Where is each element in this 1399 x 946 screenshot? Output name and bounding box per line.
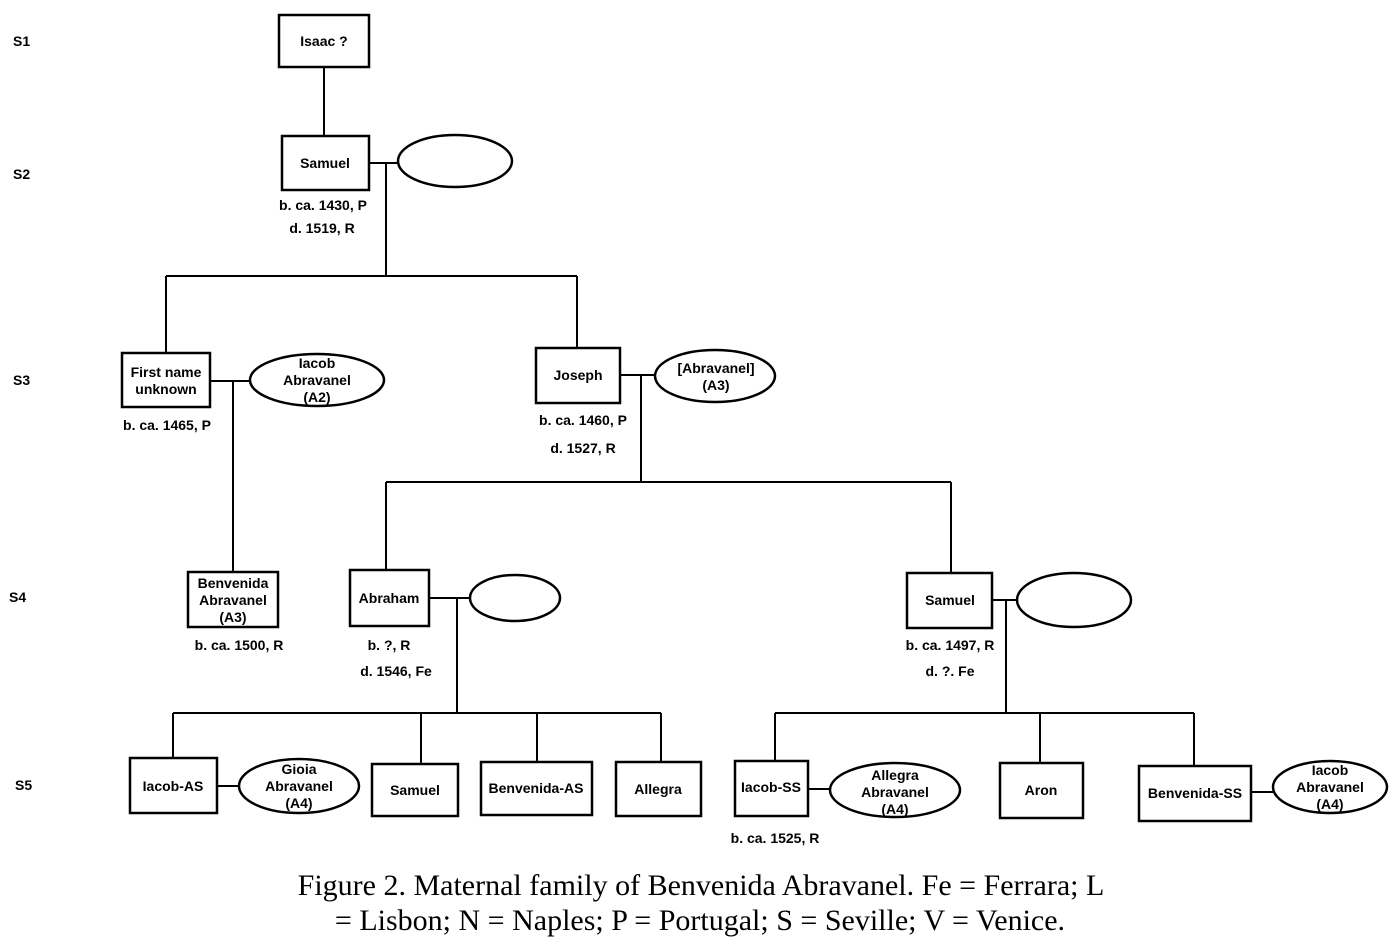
spouse-ellipse-gioia-a4 <box>237 757 361 815</box>
spouse-ellipse-allegra-a4 <box>828 761 962 819</box>
person-box-allegra <box>614 760 703 818</box>
name-joseph: Joseph <box>553 367 602 383</box>
name-iacob-a2-line2: Abravanel <box>283 372 351 388</box>
person-box-samuel-s5 <box>370 762 460 818</box>
name-allegra-a4-line2: Abravanel <box>861 784 929 800</box>
person-box-joseph <box>534 346 622 405</box>
name-benvenida-a3-line2: Abravanel <box>199 592 267 608</box>
name-abravanel-a3-line1: [Abravanel] <box>677 360 754 376</box>
dates-abraham-death: d. 1546, Fe <box>360 663 432 679</box>
dates-iacob-ss-birth: b. ca. 1525, R <box>731 830 820 846</box>
caption-line-1: Figure 2. Maternal family of Benvenida A… <box>298 869 1105 902</box>
person-box-iacob-ss <box>733 759 810 818</box>
dates-samuel-s4-death: d. ?. Fe <box>926 663 975 679</box>
name-iacob-a2-line3: (A2) <box>303 389 330 405</box>
name-allegra: Allegra <box>634 781 682 797</box>
dates-first-name-unknown-birth: b. ca. 1465, P <box>123 417 211 433</box>
person-box-benvenida-as <box>479 760 594 817</box>
name-gioia-a4-line1: Gioia <box>281 761 316 777</box>
name-first-name-unknown-line2: unknown <box>135 381 196 397</box>
name-samuel-s4: Samuel <box>925 592 975 608</box>
person-box-aron <box>998 761 1085 820</box>
name-iacob-a2-line1: Iacob <box>299 355 336 371</box>
person-box-samuel-s4 <box>905 571 994 630</box>
name-aron: Aron <box>1025 782 1058 798</box>
person-box-abraham <box>348 568 431 628</box>
name-iacob-a4-line2: Abravanel <box>1296 779 1364 795</box>
name-allegra-a4-line3: (A4) <box>881 801 908 817</box>
date-annotations: b. ca. 1430, P d. 1519, R b. ca. 1465, P… <box>123 197 994 846</box>
dates-joseph-death: d. 1527, R <box>550 440 615 456</box>
dates-samuel-s2-death: d. 1519, R <box>289 220 354 236</box>
generation-labels: S1 S2 S3 S4 S5 <box>9 33 32 793</box>
people-nodes <box>120 13 1389 823</box>
spouse-ellipse-iacob-a2 <box>248 352 386 408</box>
person-box-benvenida-a3 <box>186 570 280 629</box>
person-box-iacob-as <box>128 756 219 815</box>
name-benvenida-ss: Benvenida-SS <box>1148 785 1242 801</box>
name-benvenida-a3-line1: Benvenida <box>198 575 269 591</box>
generation-label-s1: S1 <box>13 33 30 49</box>
name-gioia-a4-line3: (A4) <box>285 795 312 811</box>
name-first-name-unknown-line1: First name <box>131 364 202 380</box>
generation-label-s5: S5 <box>15 777 32 793</box>
name-iacob-a4-line1: Iacob <box>1312 762 1349 778</box>
name-gioia-a4-line2: Abravanel <box>265 778 333 794</box>
connector-lines <box>165 67 1273 793</box>
generation-label-s4: S4 <box>9 589 26 605</box>
dates-samuel-s4-birth: b. ca. 1497, R <box>906 637 995 653</box>
name-abraham: Abraham <box>359 590 420 606</box>
name-benvenida-a3-line3: (A3) <box>219 609 246 625</box>
name-iacob-as: Iacob-AS <box>143 778 204 794</box>
spouse-ellipse-abraham <box>468 573 562 623</box>
spouse-ellipse-samuel-s2 <box>396 133 514 189</box>
figure-caption: Figure 2. Maternal family of Benvenida A… <box>298 869 1105 937</box>
person-box-isaac <box>277 13 371 69</box>
name-allegra-a4-line1: Allegra <box>871 767 919 783</box>
dates-samuel-s2-birth: b. ca. 1430, P <box>279 197 367 213</box>
dates-benvenida-a3-birth: b. ca. 1500, R <box>195 637 284 653</box>
name-samuel-s2: Samuel <box>300 155 350 171</box>
spouse-ellipse-samuel-s4 <box>1015 571 1133 629</box>
name-iacob-a4-line3: (A4) <box>1316 796 1343 812</box>
generation-label-s3: S3 <box>13 372 30 388</box>
person-box-benvenida-ss <box>1137 764 1253 823</box>
name-abravanel-a3-line2: (A3) <box>702 377 729 393</box>
person-box-first-name-unknown <box>120 351 212 409</box>
dates-abraham-birth: b. ?, R <box>368 637 411 653</box>
name-iacob-ss: Iacob-SS <box>741 779 801 795</box>
spouse-ellipse-abravanel-a3 <box>653 348 777 404</box>
person-names: Isaac ? Samuel First name unknown Iacob … <box>131 33 1364 817</box>
caption-line-2: = Lisbon; N = Naples; P = Portugal; S = … <box>335 904 1065 937</box>
name-benvenida-as: Benvenida-AS <box>489 780 584 796</box>
name-isaac: Isaac ? <box>300 33 347 49</box>
spouse-ellipse-iacob-a4 <box>1271 759 1389 815</box>
generation-label-s2: S2 <box>13 166 30 182</box>
name-samuel-s5: Samuel <box>390 782 440 798</box>
person-box-samuel-s2 <box>280 134 371 192</box>
dates-joseph-birth: b. ca. 1460, P <box>539 412 627 428</box>
